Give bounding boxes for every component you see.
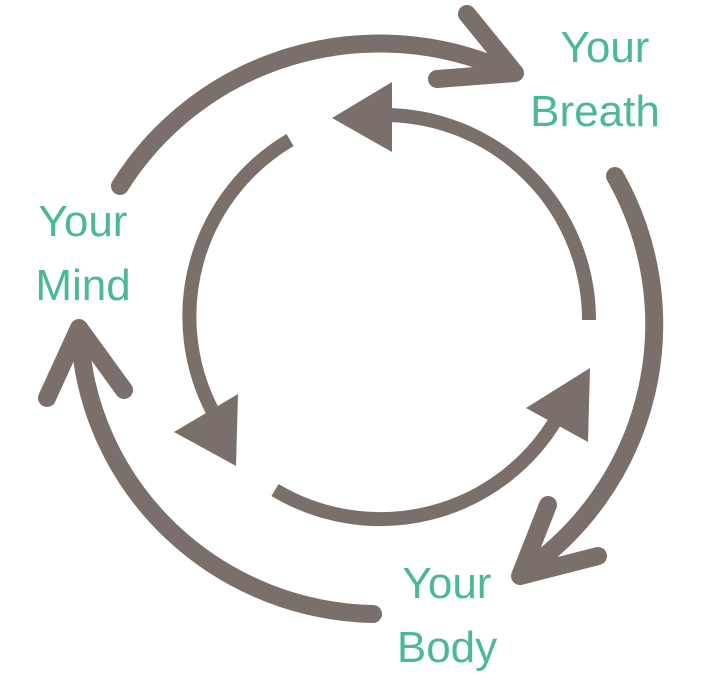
outer-arrowhead-body [511,496,607,585]
label-mind-line1: Your [38,197,128,246]
outer-arrowhead-breath [428,5,524,88]
label-mind-line2: Mind [35,261,131,310]
label-breath-line1: Your [560,23,650,72]
inner-arrowhead-left [174,394,238,466]
label-breath-line2: Breath [530,87,660,136]
outer-arrow-mind-to-breath [111,34,514,195]
inner-arrow-top [384,108,596,321]
label-your-body: Your Body [392,552,502,680]
outer-arrow-body-to-mind [71,329,382,623]
label-body-line1: Your [402,559,492,608]
label-your-breath: Your Breath [530,16,670,144]
outer-arrow-breath-to-body [513,167,664,582]
label-your-mind: Your Mind [28,190,138,318]
inner-arrowhead-bottom [526,368,590,442]
inner-arrow-bottom [271,414,564,527]
inner-arrowhead-top [332,82,392,152]
label-body-line2: Body [396,623,498,672]
outer-arrowhead-mind [38,319,133,407]
inner-arrow-left [182,133,294,416]
